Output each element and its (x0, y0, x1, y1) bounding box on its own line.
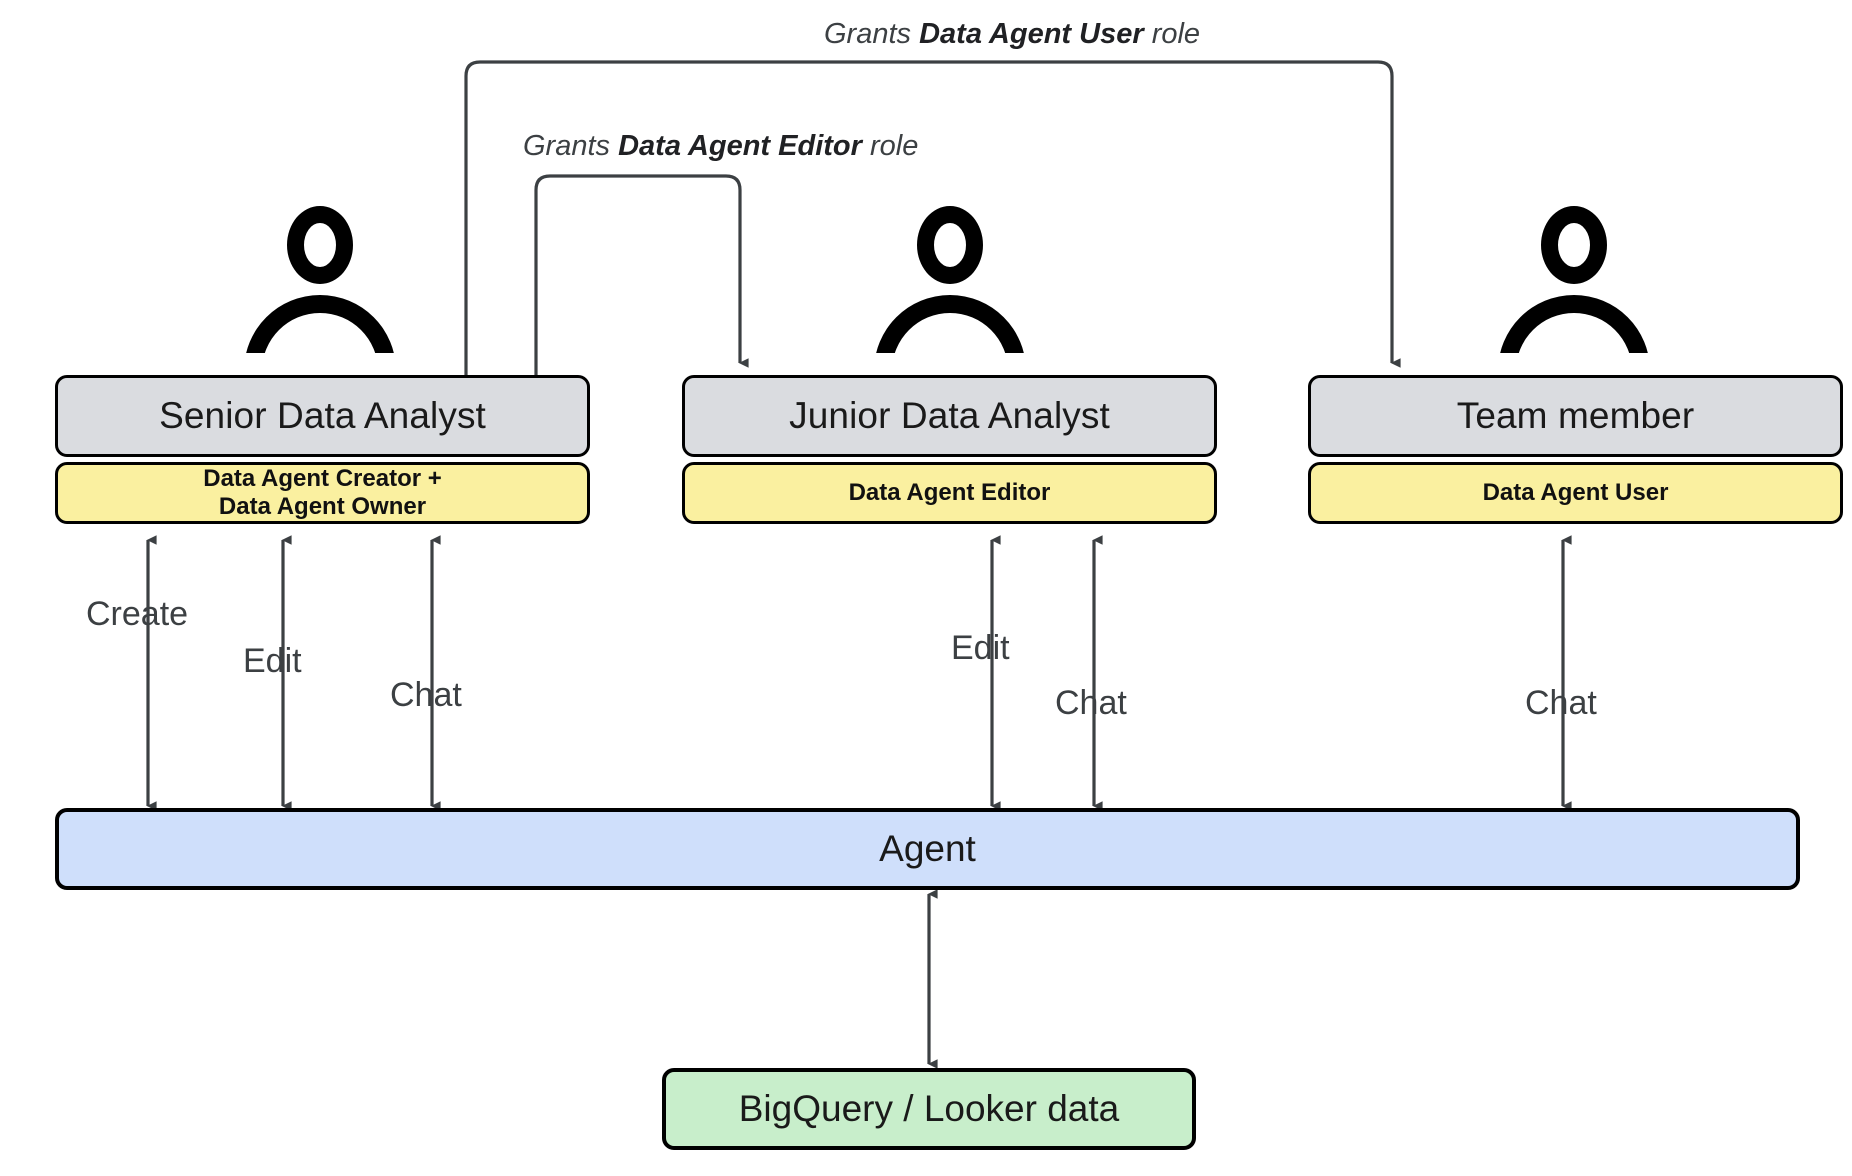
agent-node[interactable]: Agent (55, 808, 1800, 890)
person-icon-senior-data-analyst (240, 200, 400, 360)
person-icon-junior-data-analyst (870, 200, 1030, 360)
persona-role-junior-data-analyst[interactable]: Data Agent Editor (682, 462, 1217, 524)
persona-title-label: Senior Data Analyst (159, 395, 486, 436)
agent-label: Agent (879, 828, 976, 869)
datastore-node[interactable]: BigQuery / Looker data (662, 1068, 1196, 1150)
role-line: Data Agent Owner (218, 493, 427, 520)
person-head-icon (917, 206, 983, 284)
datastore-label: BigQuery / Looker data (738, 1088, 1120, 1129)
grant-prefix: Grants (824, 18, 920, 50)
grant-role: Data Agent Editor (618, 130, 862, 162)
persona-title-label: Team member (1456, 395, 1695, 436)
action-label-edit-junior: Edit (951, 629, 1010, 667)
grant-prefix: Grants (523, 130, 619, 162)
person-head-icon (1541, 206, 1607, 284)
grant-suffix: role (1143, 18, 1201, 50)
action-label-chat-junior: Chat (1055, 684, 1127, 722)
persona-title-label: Junior Data Analyst (789, 395, 1110, 436)
persona-role-senior-data-analyst[interactable]: Data Agent Creator + Data Agent Owner (55, 462, 590, 524)
grant-suffix: role (861, 130, 919, 162)
action-label-create: Create (86, 595, 189, 633)
action-label-edit-senior: Edit (243, 642, 302, 680)
person-icon-team-member (1494, 200, 1654, 360)
persona-title-senior-data-analyst[interactable]: Senior Data Analyst (55, 375, 590, 457)
person-head-icon (287, 206, 353, 284)
action-label-chat-senior: Chat (390, 676, 462, 714)
persona-title-team-member[interactable]: Team member (1308, 375, 1843, 457)
persona-role-team-member[interactable]: Data Agent User (1308, 462, 1843, 524)
role-line: Data Agent User (1482, 478, 1669, 506)
persona-title-junior-data-analyst[interactable]: Junior Data Analyst (682, 375, 1217, 457)
grant-role: Data Agent User (919, 18, 1144, 50)
action-label-chat-team-member: Chat (1525, 684, 1597, 722)
grant-caption-data-agent-user: Grants Data Agent User role (824, 18, 1200, 51)
role-line: Data Agent Creator + (203, 464, 442, 492)
grant-caption-data-agent-editor: Grants Data Agent Editor role (523, 130, 918, 163)
role-line: Data Agent Editor (848, 478, 1051, 506)
